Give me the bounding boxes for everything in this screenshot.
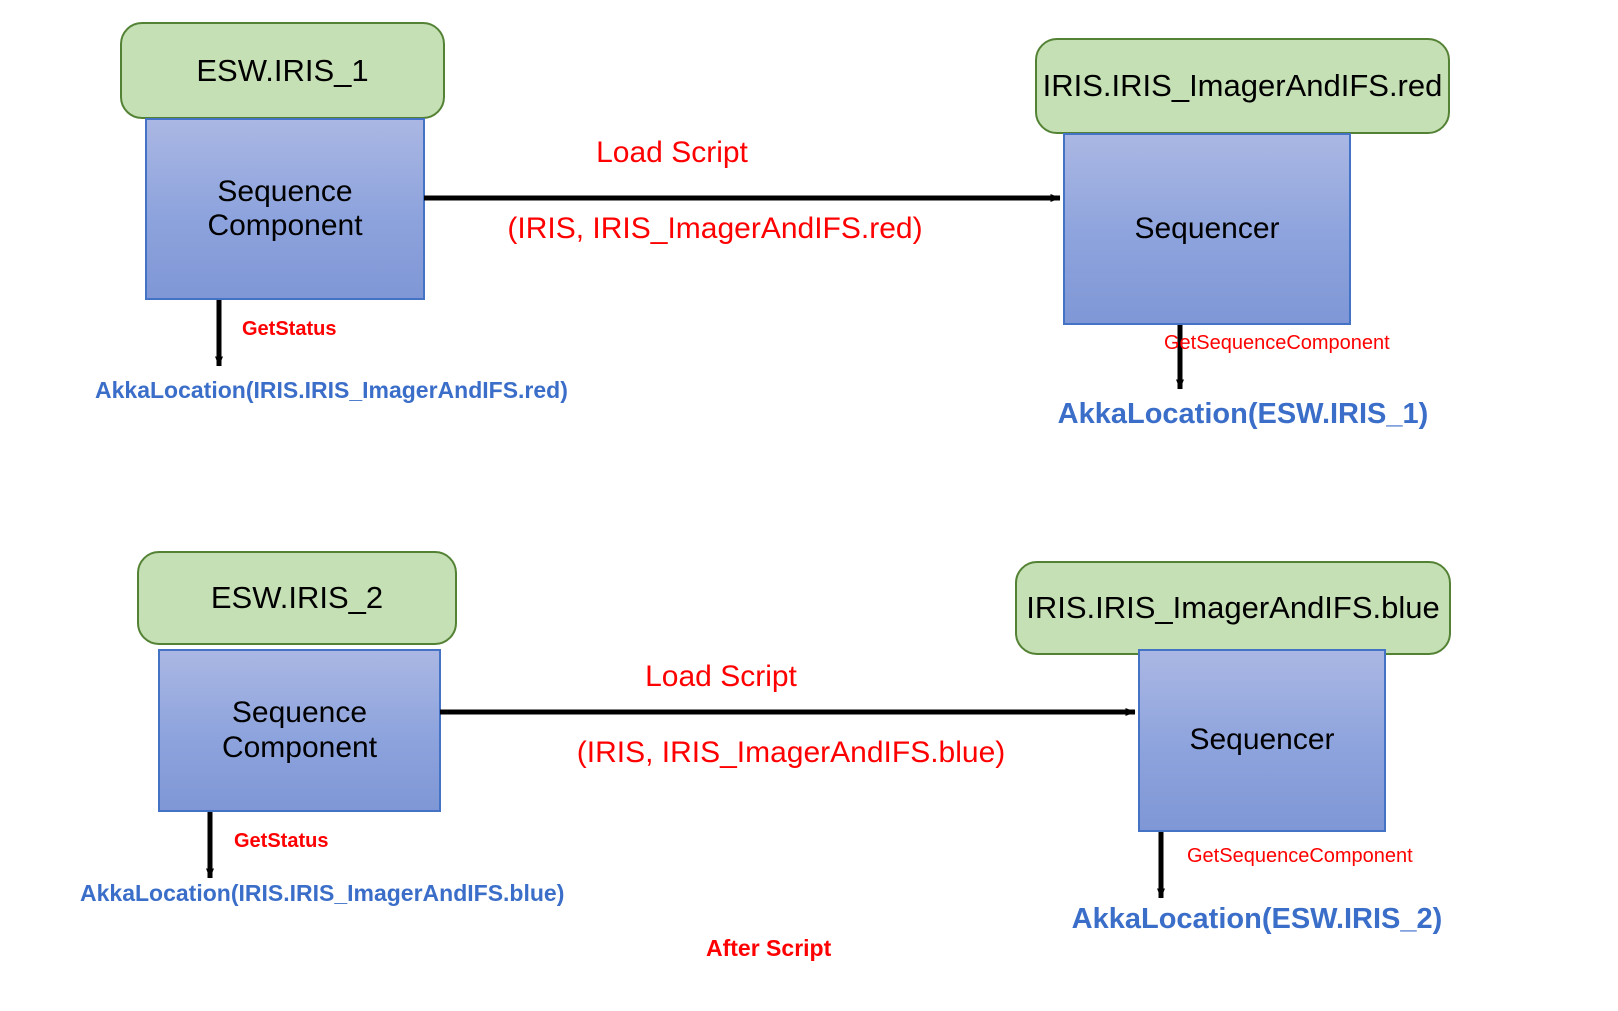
node-row2-left-role-line2: Component xyxy=(221,730,378,764)
node-row2-left-role-label: Sequence Component xyxy=(222,696,377,765)
node-row1-right-component-name-label: IRIS.IRIS_ImagerAndIFS.red xyxy=(1042,68,1443,103)
node-row2-right-component-name[interactable]: IRIS.IRIS_ImagerAndIFS.blue xyxy=(1015,561,1451,655)
label-row2-right-getsequencecomponent: GetSequenceComponent xyxy=(1187,845,1413,867)
node-row2-left-sequence-component[interactable]: Sequence Component xyxy=(158,649,441,812)
label-row1-right-getsequencecomponent: GetSequenceComponent xyxy=(1164,332,1390,354)
node-row1-right-role-label: Sequencer xyxy=(1134,211,1280,245)
node-row1-left-component-name-label: ESW.IRIS_1 xyxy=(196,52,369,88)
label-row2-load-script-args: (IRIS, IRIS_ImagerAndIFS.blue) xyxy=(576,736,1006,769)
label-row1-right-akkalocation: AkkaLocation(ESW.IRIS_1) xyxy=(1057,398,1429,430)
note-line-1: After Script xyxy=(706,934,832,961)
node-row1-right-component-name[interactable]: IRIS.IRIS_ImagerAndIFS.red xyxy=(1035,38,1450,134)
label-row2-load-script: Load Script xyxy=(645,660,797,693)
node-row2-left-component-name[interactable]: ESW.IRIS_2 xyxy=(137,551,457,645)
node-row2-right-role-label: Sequencer xyxy=(1189,723,1335,757)
node-row2-left-role-line1: Sequence xyxy=(231,696,368,729)
label-row1-load-script-args: (IRIS, IRIS_ImagerAndIFS.red) xyxy=(507,212,923,245)
note-after-script-is-loaded: After Script is loaded xyxy=(706,876,831,1011)
node-row2-left-component-name-label: ESW.IRIS_2 xyxy=(210,580,384,615)
node-row1-left-role-line2: Component xyxy=(207,209,363,242)
label-row1-left-getstatus: GetStatus xyxy=(242,318,337,340)
node-row2-right-component-name-label: IRIS.IRIS_ImagerAndIFS.blue xyxy=(1026,590,1440,625)
node-row1-left-sequence-component[interactable]: Sequence Component xyxy=(145,118,425,300)
label-row2-left-getstatus: GetStatus xyxy=(234,830,329,852)
label-row1-left-akkalocation: AkkaLocation(IRIS.IRIS_ImagerAndIFS.red) xyxy=(95,377,568,403)
label-row2-left-akkalocation: AkkaLocation(IRIS.IRIS_ImagerAndIFS.blue… xyxy=(80,880,565,906)
node-row1-right-sequencer[interactable]: Sequencer xyxy=(1063,133,1351,325)
node-row1-left-component-name[interactable]: ESW.IRIS_1 xyxy=(120,22,445,119)
label-row2-right-akkalocation: AkkaLocation(ESW.IRIS_2) xyxy=(1071,903,1443,935)
node-row2-right-sequencer[interactable]: Sequencer xyxy=(1138,649,1386,832)
node-row1-left-role-line1: Sequence xyxy=(217,174,353,208)
node-row1-left-role-label: Sequence Component xyxy=(207,175,362,244)
label-row1-load-script: Load Script xyxy=(596,136,748,169)
